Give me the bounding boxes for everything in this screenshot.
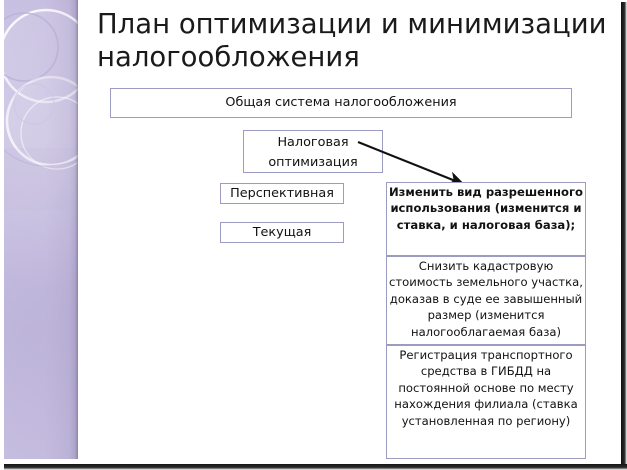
decorative-sidebar-band <box>4 0 78 459</box>
slide-bottom-edge-shadow <box>4 464 627 470</box>
box-vehicle-registration: Регистрация транспортного средства в ГИБ… <box>386 345 586 459</box>
box-perspective: Перспективная <box>220 183 344 204</box>
slide-right-edge-shadow <box>621 2 627 470</box>
band-right-shadow <box>75 0 78 459</box>
box-reduce-cadastral-value-label: Снизить кадастровую стоимость земельного… <box>389 259 583 339</box>
box-change-permitted-use: Изменить вид разрешенного использования … <box>386 182 586 256</box>
box-current-label: Текущая <box>252 225 312 240</box>
box-vehicle-registration-label: Регистрация транспортного средства в ГИБ… <box>394 348 578 428</box>
box-general-tax-system: Общая система налогообложения <box>110 88 572 118</box>
circle-arcs-icon <box>4 8 78 210</box>
box-reduce-cadastral-value: Снизить кадастровую стоимость земельного… <box>386 256 586 345</box>
box-change-permitted-use-label: Изменить вид разрешенного использования … <box>388 185 584 232</box>
box-tax-optimization-label: Налоговая оптимизация <box>268 135 358 170</box>
box-general-tax-system-label: Общая система налогообложения <box>225 95 457 110</box>
box-tax-optimization: Налоговая оптимизация <box>243 130 383 173</box>
box-perspective-label: Перспективная <box>230 186 334 201</box>
page-title: План оптимизации и минимизации налогообл… <box>97 8 607 73</box>
box-current: Текущая <box>220 222 344 243</box>
